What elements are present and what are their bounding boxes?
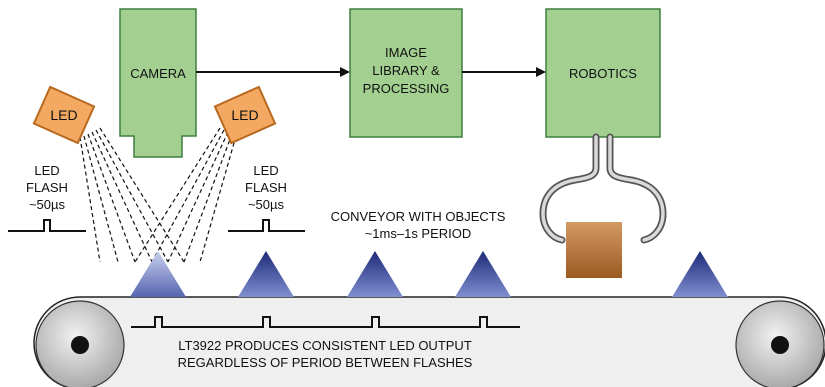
flash-right-line1: LED xyxy=(253,163,278,178)
image-processing-label-line1: IMAGE xyxy=(385,45,427,60)
object xyxy=(455,251,511,297)
driver-label-line2: REGARDLESS OF PERIOD BETWEEN FLASHES xyxy=(178,355,473,370)
left-roller-hub xyxy=(71,336,89,354)
conveyor-label-line2: ~1ms–1s PERIOD xyxy=(365,226,472,241)
flash-right-line3: ~50µs xyxy=(248,197,285,212)
object-lit xyxy=(130,251,186,297)
flash-pulse-right xyxy=(228,219,305,232)
gripped-box xyxy=(566,222,622,278)
right-roller-hub xyxy=(771,336,789,354)
robotics-label: ROBOTICS xyxy=(569,66,637,81)
flash-label-right: LED FLASH ~50µs xyxy=(245,163,287,212)
flash-left-line2: FLASH xyxy=(26,180,68,195)
conveyor-label-line1: CONVEYOR WITH OBJECTS xyxy=(331,209,506,224)
robotics-block: ROBOTICS xyxy=(545,8,661,138)
camera-label: CAMERA xyxy=(130,66,186,81)
flash-pulse-left xyxy=(8,219,86,232)
camera-block: CAMERA xyxy=(119,8,197,158)
object xyxy=(347,251,403,297)
image-processing-block: IMAGE LIBRARY & PROCESSING xyxy=(349,8,463,138)
light-rays xyxy=(79,127,237,263)
object xyxy=(672,251,728,297)
flash-right-line2: FLASH xyxy=(245,180,287,195)
led-right: LED xyxy=(213,85,277,145)
image-processing-label-line3: PROCESSING xyxy=(363,81,450,96)
image-processing-label-line2: LIBRARY & xyxy=(372,63,440,78)
conveyor-label: CONVEYOR WITH OBJECTS ~1ms–1s PERIOD xyxy=(331,209,506,241)
flash-left-line3: ~50µs xyxy=(29,197,66,212)
led-right-label: LED xyxy=(231,107,258,123)
belt-objects xyxy=(130,251,728,297)
driver-label: LT3922 PRODUCES CONSISTENT LED OUTPUT RE… xyxy=(178,338,473,370)
led-left: LED xyxy=(32,85,96,145)
conveyor-belt xyxy=(33,296,825,387)
led-left-label: LED xyxy=(50,107,77,123)
driver-pulse-train xyxy=(131,316,520,328)
driver-label-line1: LT3922 PRODUCES CONSISTENT LED OUTPUT xyxy=(178,338,472,353)
flash-label-left: LED FLASH ~50µs xyxy=(26,163,68,212)
robot-gripper xyxy=(539,133,667,244)
object xyxy=(238,251,294,297)
flash-left-line1: LED xyxy=(34,163,59,178)
